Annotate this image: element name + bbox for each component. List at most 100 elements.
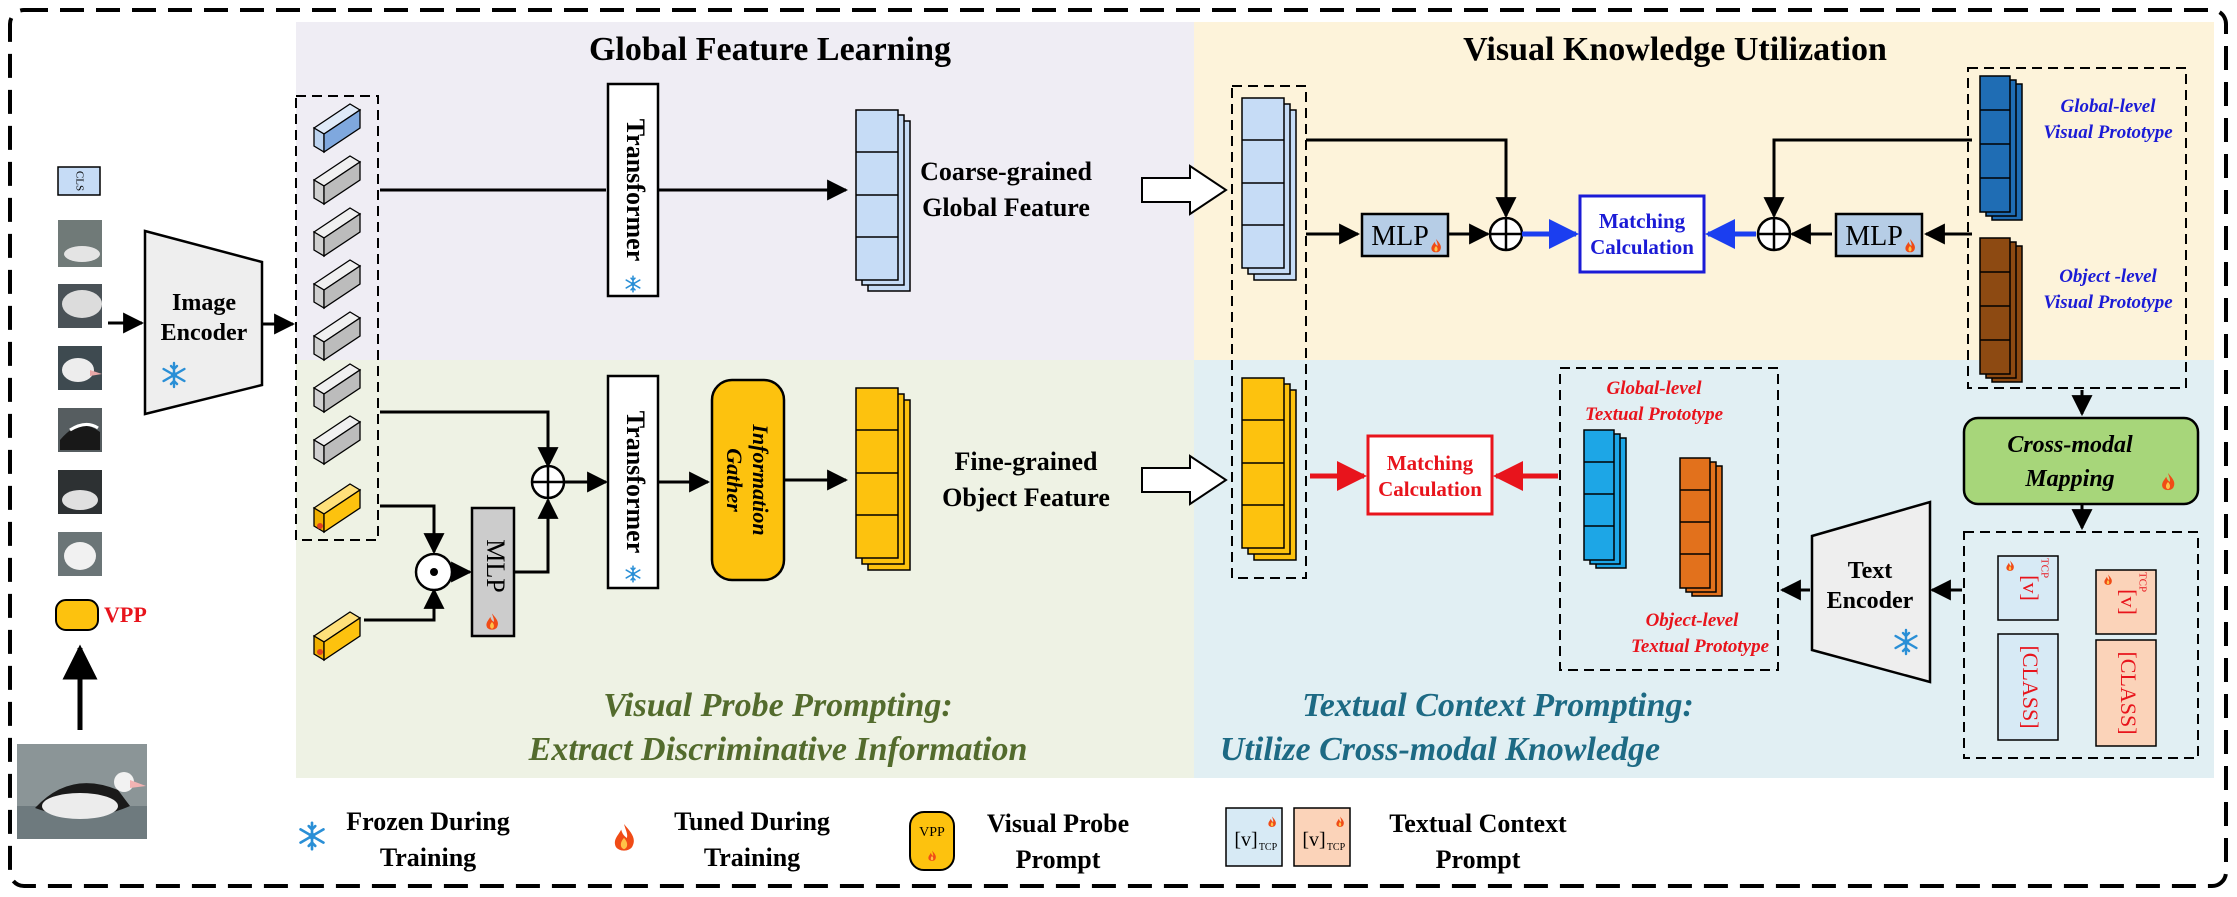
tcp-v-token-blue: [v]: [2018, 575, 2043, 601]
global-visual-label-2: Visual Prototype: [2043, 122, 2173, 143]
global-visual-prototype-stack: [1979, 75, 2023, 221]
cls-token-label: CLS: [73, 171, 85, 191]
image-encoder-label-2: Encoder: [161, 320, 248, 346]
legend-tuned-icon: [614, 824, 634, 851]
fine-object-feature-stack: [855, 387, 911, 571]
vpp-caption-line-1: Visual Probe Prompting:: [603, 687, 953, 724]
legend-frozen-icon: [299, 821, 325, 851]
visual-knowledge-panel: [1194, 22, 2214, 360]
cross-modal-label-2: Mapping: [2024, 466, 2114, 492]
image-encoder-label-1: Image: [172, 290, 236, 316]
fine-hollow-arrow: [1141, 454, 1228, 506]
info-gather-label-2: Gather: [722, 448, 747, 512]
mlp-right-label: MLP: [1845, 221, 1903, 252]
coarse-hollow-arrow: [1141, 164, 1228, 216]
info-gather-label-1: Information: [748, 423, 773, 535]
tcp-caption-line-2: Utilize Cross-modal Knowledge: [1220, 731, 1660, 768]
object-visual-prototype-stack: [1979, 237, 2023, 383]
vpp-input-token: [312, 611, 362, 662]
global-visual-label-1: Global-level: [2061, 96, 2157, 117]
text-encoder: [1810, 500, 1932, 684]
tcp-v-token-orange: [v]: [2116, 589, 2141, 615]
patches-to-add-line: [380, 410, 559, 469]
tcp-prompt-box: [1963, 531, 2199, 759]
matching-top-label-1: Matching: [1599, 209, 1686, 233]
feature-column-box: [1231, 85, 1307, 579]
global-textual-prototype-stack: [1583, 429, 1627, 569]
mult-op-dot: [430, 568, 438, 576]
legend-tcp-blue-v: [v]: [1234, 829, 1257, 851]
class-token-orange: [CLASS]: [2116, 651, 2141, 734]
fine-feature-label-2: Object Feature: [942, 483, 1110, 512]
image-patch-3: [58, 346, 102, 390]
tcp-token-orange: [2095, 569, 2157, 747]
legend-tcp-blue-sub: TCP: [1259, 842, 1278, 853]
vpp-input-to-mult-line: [364, 587, 445, 622]
object-visual-label-1: Object -level: [2059, 266, 2157, 287]
transformer-bottom-label: Transformer: [621, 411, 650, 553]
fine-feature-label-1: Fine-grained: [955, 447, 1099, 476]
object-visual-label-2: Visual Prototype: [2043, 292, 2173, 313]
coarse-global-feature-stack: [855, 109, 911, 292]
coarse-feature-label-2: Global Feature: [922, 193, 1090, 222]
mlp-left-label: MLP: [481, 539, 510, 592]
mlp-mid-label: MLP: [1371, 221, 1429, 252]
transformer-top: [606, 82, 660, 298]
mlp-left: [470, 506, 516, 638]
vpp-caption-line-2: Extract Discriminative Information: [528, 731, 1028, 768]
legend-tcp-orange-sub: TCP: [1327, 842, 1346, 853]
transformer-bottom: [606, 374, 660, 590]
object-textual-label-1: Object-level: [1646, 610, 1740, 631]
matching-bottom-label-2: Calculation: [1378, 477, 1482, 501]
cls-feature-token: [312, 103, 362, 154]
encoded-token-box: [295, 95, 379, 541]
cls-token: [57, 166, 101, 196]
tcp-caption-line-1: Textual Context Prompting:: [1302, 687, 1694, 724]
matching-calculation-top: [1578, 194, 1706, 274]
patch-feature-token: [312, 155, 362, 206]
vpp-feature-token: [312, 483, 362, 534]
image-patch-4: [58, 408, 102, 452]
text-encoder-label-1: Text: [1848, 558, 1892, 584]
fine-feature-stack-right: [1241, 377, 1297, 561]
patch-feature-token: [312, 207, 362, 258]
legend-tcp-label-2: Prompt: [1436, 845, 1521, 874]
textual-prototype-box: [1559, 367, 1779, 671]
object-textual-prototype-stack: [1679, 457, 1723, 597]
outer-frame: [8, 8, 2228, 888]
coarse-to-add-line: [1306, 138, 1517, 219]
legend-vpp-label-1: Visual Probe: [987, 809, 1129, 838]
global-proto-to-add-line: [1763, 138, 1972, 219]
image-patch-1: [58, 220, 102, 267]
vpp-token-label: VPP: [104, 602, 147, 627]
legend-vpp-icon-label: VPP: [919, 825, 945, 840]
visual-knowledge-title: Visual Knowledge Utilization: [1463, 31, 1887, 68]
patch-feature-token: [312, 415, 362, 466]
coarse-feature-stack-right: [1241, 97, 1297, 281]
object-textual-label-2: Textual Prototype: [1631, 636, 1770, 657]
image-patch-5: [58, 470, 102, 514]
mlp-to-add-line: [514, 497, 559, 574]
global-textual-label-1: Global-level: [1607, 378, 1703, 399]
global-textual-label-2: Textual Prototype: [1585, 404, 1724, 425]
transformer-top-label: Transformer: [621, 119, 650, 261]
vpp-to-mult-line: [380, 504, 445, 555]
coarse-feature-label-1: Coarse-grained: [920, 157, 1092, 186]
patch-feature-token: [312, 363, 362, 414]
visual-prototype-box: [1967, 67, 2187, 389]
legend-vpp-icon: [909, 811, 955, 871]
legend-tuned-label-1: Tuned During: [674, 807, 830, 836]
cross-modal-label-1: Cross-modal: [2007, 432, 2133, 458]
image-patch-2: [58, 284, 102, 328]
legend-vpp-label-2: Prompt: [1016, 845, 1101, 874]
input-bird-image: [17, 744, 147, 839]
matching-top-label-2: Calculation: [1590, 235, 1694, 259]
tcp-sub-orange: TCP: [2136, 572, 2148, 592]
legend-frozen-label-2: Training: [380, 843, 476, 872]
legend-frozen-label-1: Frozen During: [346, 807, 509, 836]
global-feature-title: Global Feature Learning: [589, 31, 951, 68]
matching-calculation-bottom: [1366, 434, 1494, 516]
vpp-token: [55, 599, 99, 631]
text-encoder-label-2: Encoder: [1827, 588, 1914, 614]
